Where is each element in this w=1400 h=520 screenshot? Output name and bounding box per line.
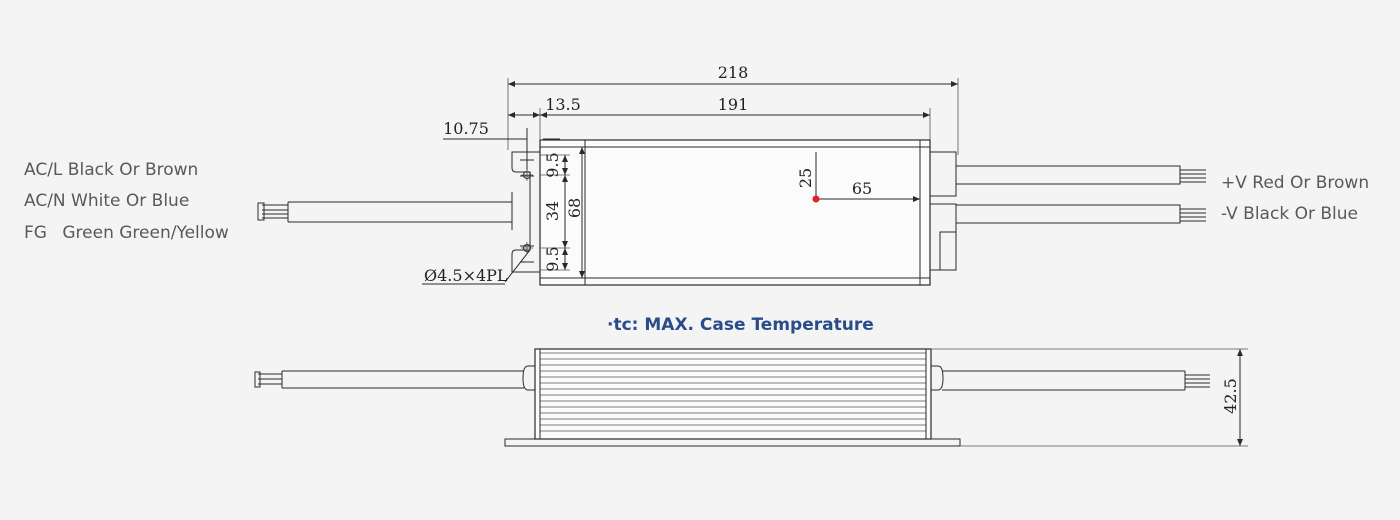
top-body <box>539 139 931 286</box>
side-right-cable <box>942 370 1186 391</box>
ac-n-label: AC/N White Or Blue <box>24 191 190 211</box>
left-flange-tab-top <box>511 151 540 273</box>
dim-mounting-holes: Ø4.5×4PL <box>424 266 508 285</box>
pos-v-label: +V Red Or Brown <box>1221 173 1370 193</box>
dim-height: 42.5 <box>1221 378 1240 414</box>
right-output-cable-pos <box>956 165 1181 185</box>
left-input-cable <box>287 201 512 223</box>
fg-code: FG <box>24 223 47 243</box>
fg-label: FG Green Green/Yellow <box>24 223 229 243</box>
side-base-plate <box>504 438 961 447</box>
dim-hole-spacing-bottom: 9.5 <box>543 246 562 271</box>
right-end-bosses <box>930 151 957 271</box>
dim-hole-spacing-mid: 34 <box>543 201 562 221</box>
right-output-cable-neg <box>956 204 1181 224</box>
top-view: 218 13.5 191 10.75 9.5 34 9.5 68 25 65 <box>257 63 1206 286</box>
side-view: 42.5 <box>254 348 1248 447</box>
dim-tc-horizontal: 65 <box>852 179 872 198</box>
dim-hole-spacing-top: 9.5 <box>543 152 562 177</box>
tc-caption: ·tc: MAX. Case Temperature <box>607 315 874 335</box>
side-left-cable <box>281 370 524 389</box>
dim-tc-vertical: 25 <box>796 168 815 188</box>
side-fins <box>540 352 926 432</box>
side-body <box>534 348 932 440</box>
ac-l-label: AC/L Black Or Brown <box>24 160 199 180</box>
dim-body-length: 191 <box>718 95 749 114</box>
fg-color: Green Green/Yellow <box>62 223 229 243</box>
dim-tab-offset: 10.75 <box>443 119 489 138</box>
tc-point <box>812 195 820 203</box>
dim-total-length: 218 <box>718 63 749 82</box>
dim-flange: 13.5 <box>545 95 581 114</box>
neg-v-label: -V Black Or Blue <box>1221 204 1358 224</box>
dim-width: 68 <box>565 198 584 218</box>
